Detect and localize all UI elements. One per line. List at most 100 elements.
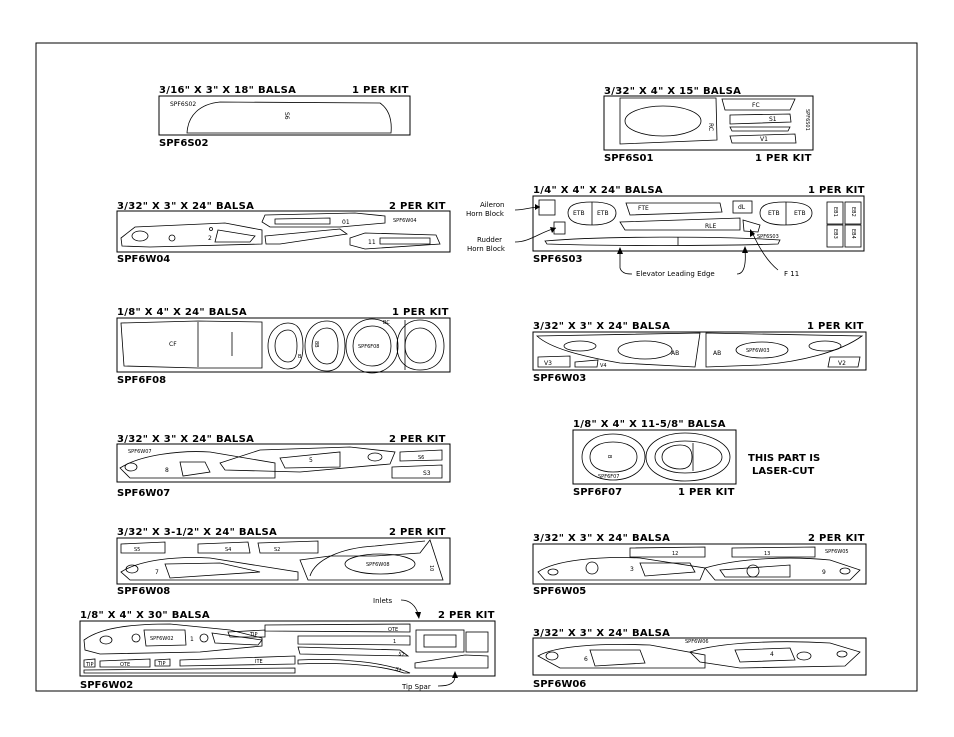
sheet-spf6s02: 3/16" X 3" X 18" BALSA 1 PER KIT SPF6S02…	[158, 85, 411, 149]
part-label: 7	[155, 569, 159, 576]
part-outline	[219, 446, 396, 473]
part-outline	[826, 201, 844, 225]
sheet-qty: 1 PER KIT	[755, 153, 812, 164]
part-cutout	[617, 340, 673, 360]
part-outline	[537, 644, 706, 669]
part-outline	[415, 629, 465, 653]
part-outline	[645, 432, 731, 482]
part-outline	[299, 539, 444, 581]
part-outline	[574, 359, 599, 368]
part-outline	[345, 318, 399, 374]
balsa-sheet	[532, 195, 865, 252]
part-label: dL	[738, 204, 746, 211]
part-cutout	[279, 451, 341, 469]
part-label: EB1	[832, 207, 838, 217]
part-outline	[349, 232, 441, 250]
sheet-spf6f08: 1/8" X 4" X 24" BALSA 1 PER KIT CF B 8B …	[116, 307, 451, 386]
sheet-code: SPF6S02	[159, 138, 208, 149]
part-cutout	[274, 217, 331, 225]
part-outline	[264, 623, 411, 633]
sheet-qty: 2 PER KIT	[389, 434, 446, 445]
part-outline	[297, 646, 410, 657]
part-cutout	[808, 340, 842, 352]
part-label: RC	[707, 123, 714, 131]
part-cutout	[746, 564, 760, 578]
part-label: S1	[769, 116, 777, 123]
sheet-qty: 2 PER KIT	[389, 201, 446, 212]
part-outline	[399, 449, 443, 462]
sheet-spf6w03: 3/32" X 3" X 24" BALSA 1 PER KIT AB AB S…	[532, 321, 867, 384]
sheet-code: SPF6W04	[117, 254, 170, 265]
sheet-spf6s01: 3/32" X 4" X 15" BALSA RC FC S1 V1 SPF6S…	[603, 86, 814, 164]
part-outline	[705, 332, 864, 368]
sheet-qty: 2 PER KIT	[808, 533, 865, 544]
callout-label: Elevator Leading Edge	[636, 270, 715, 278]
part-label: 9	[822, 569, 826, 576]
part-label: S3	[423, 470, 431, 477]
part-label: 2	[208, 235, 212, 242]
callout-label: Aileron	[480, 201, 504, 209]
part-label: V1	[760, 136, 768, 143]
part-label: 8B	[313, 341, 319, 348]
part-outline	[120, 541, 166, 554]
part-label: 1	[190, 636, 194, 643]
balsa-sheet	[532, 637, 867, 676]
part-cutout	[367, 452, 383, 462]
callout-label: Inlets	[373, 597, 392, 605]
part-label: BC	[383, 320, 390, 326]
arrowhead	[535, 204, 540, 210]
part-label: AB	[713, 350, 721, 357]
part-label: V2	[838, 360, 846, 367]
part-outline	[729, 133, 797, 144]
part-outline	[619, 217, 741, 231]
sheet-code: SPF6W08	[117, 586, 170, 597]
part-outline	[297, 635, 411, 646]
arrowhead	[452, 671, 458, 678]
sheet-spf6w06: 3/32" X 3" X 24" BALSA SPF6W06 6 4 SPF6W…	[532, 628, 867, 690]
part-cutout	[545, 651, 559, 661]
laser-cut-note: THIS PART IS	[748, 453, 820, 464]
part-label: B	[298, 354, 302, 360]
balsa-sheet	[116, 537, 451, 585]
part-outline	[827, 356, 861, 368]
part-outline	[179, 655, 296, 667]
laser-cut-note: LASER-CUT	[752, 466, 814, 477]
sheet-code: SPF6W02	[80, 680, 133, 691]
part-cutout	[719, 564, 791, 578]
sheet-spf6f07: 1/8" X 4" X 11-5/8" BALSA B SPF6F07 SPF6…	[572, 419, 820, 498]
part-outline	[625, 202, 723, 216]
part-label: 10	[428, 565, 434, 571]
part-cutout	[654, 440, 723, 474]
sheet-qty: 1 PER KIT	[808, 185, 865, 196]
part-cutout	[179, 461, 211, 477]
sheet-header: 3/32" X 3" X 24" BALSA	[533, 533, 670, 544]
part-label: V4	[600, 363, 607, 369]
part-label: SPF6W08	[366, 562, 390, 568]
part-cutout	[214, 229, 256, 243]
part-label: 5	[309, 457, 313, 464]
part-outline	[120, 557, 299, 581]
part-label: 8	[165, 467, 169, 474]
part-outline	[414, 654, 489, 669]
part-cutout	[796, 651, 812, 661]
part-label: SPF6F07	[598, 474, 619, 480]
part-outline	[537, 355, 571, 368]
part-outline	[465, 631, 489, 653]
sheet-header: 1/8" X 4" X 11-5/8" BALSA	[573, 419, 726, 430]
sheet-header: 3/32" X 3" X 24" BALSA	[533, 321, 670, 332]
part-outline	[119, 451, 276, 479]
part-outline	[742, 219, 761, 233]
part-cutout	[585, 561, 599, 575]
part-outline	[154, 658, 171, 667]
callout-label: Horn Block	[467, 245, 506, 253]
sheet-spf6w05: 3/32" X 3" X 24" BALSA 2 PER KIT 12 13 S…	[532, 533, 867, 597]
sheet-spf6w08: 3/32" X 3-1/2" X 24" BALSA 2 PER KIT S5 …	[116, 527, 451, 597]
callout-label: Rudder	[477, 236, 502, 244]
part-cutout	[131, 633, 141, 643]
part-outline	[120, 320, 263, 369]
part-label: EB3	[832, 229, 838, 239]
part-outline	[267, 322, 304, 370]
sheet-code: SPF6F08	[117, 375, 166, 386]
part-outline	[396, 319, 445, 371]
